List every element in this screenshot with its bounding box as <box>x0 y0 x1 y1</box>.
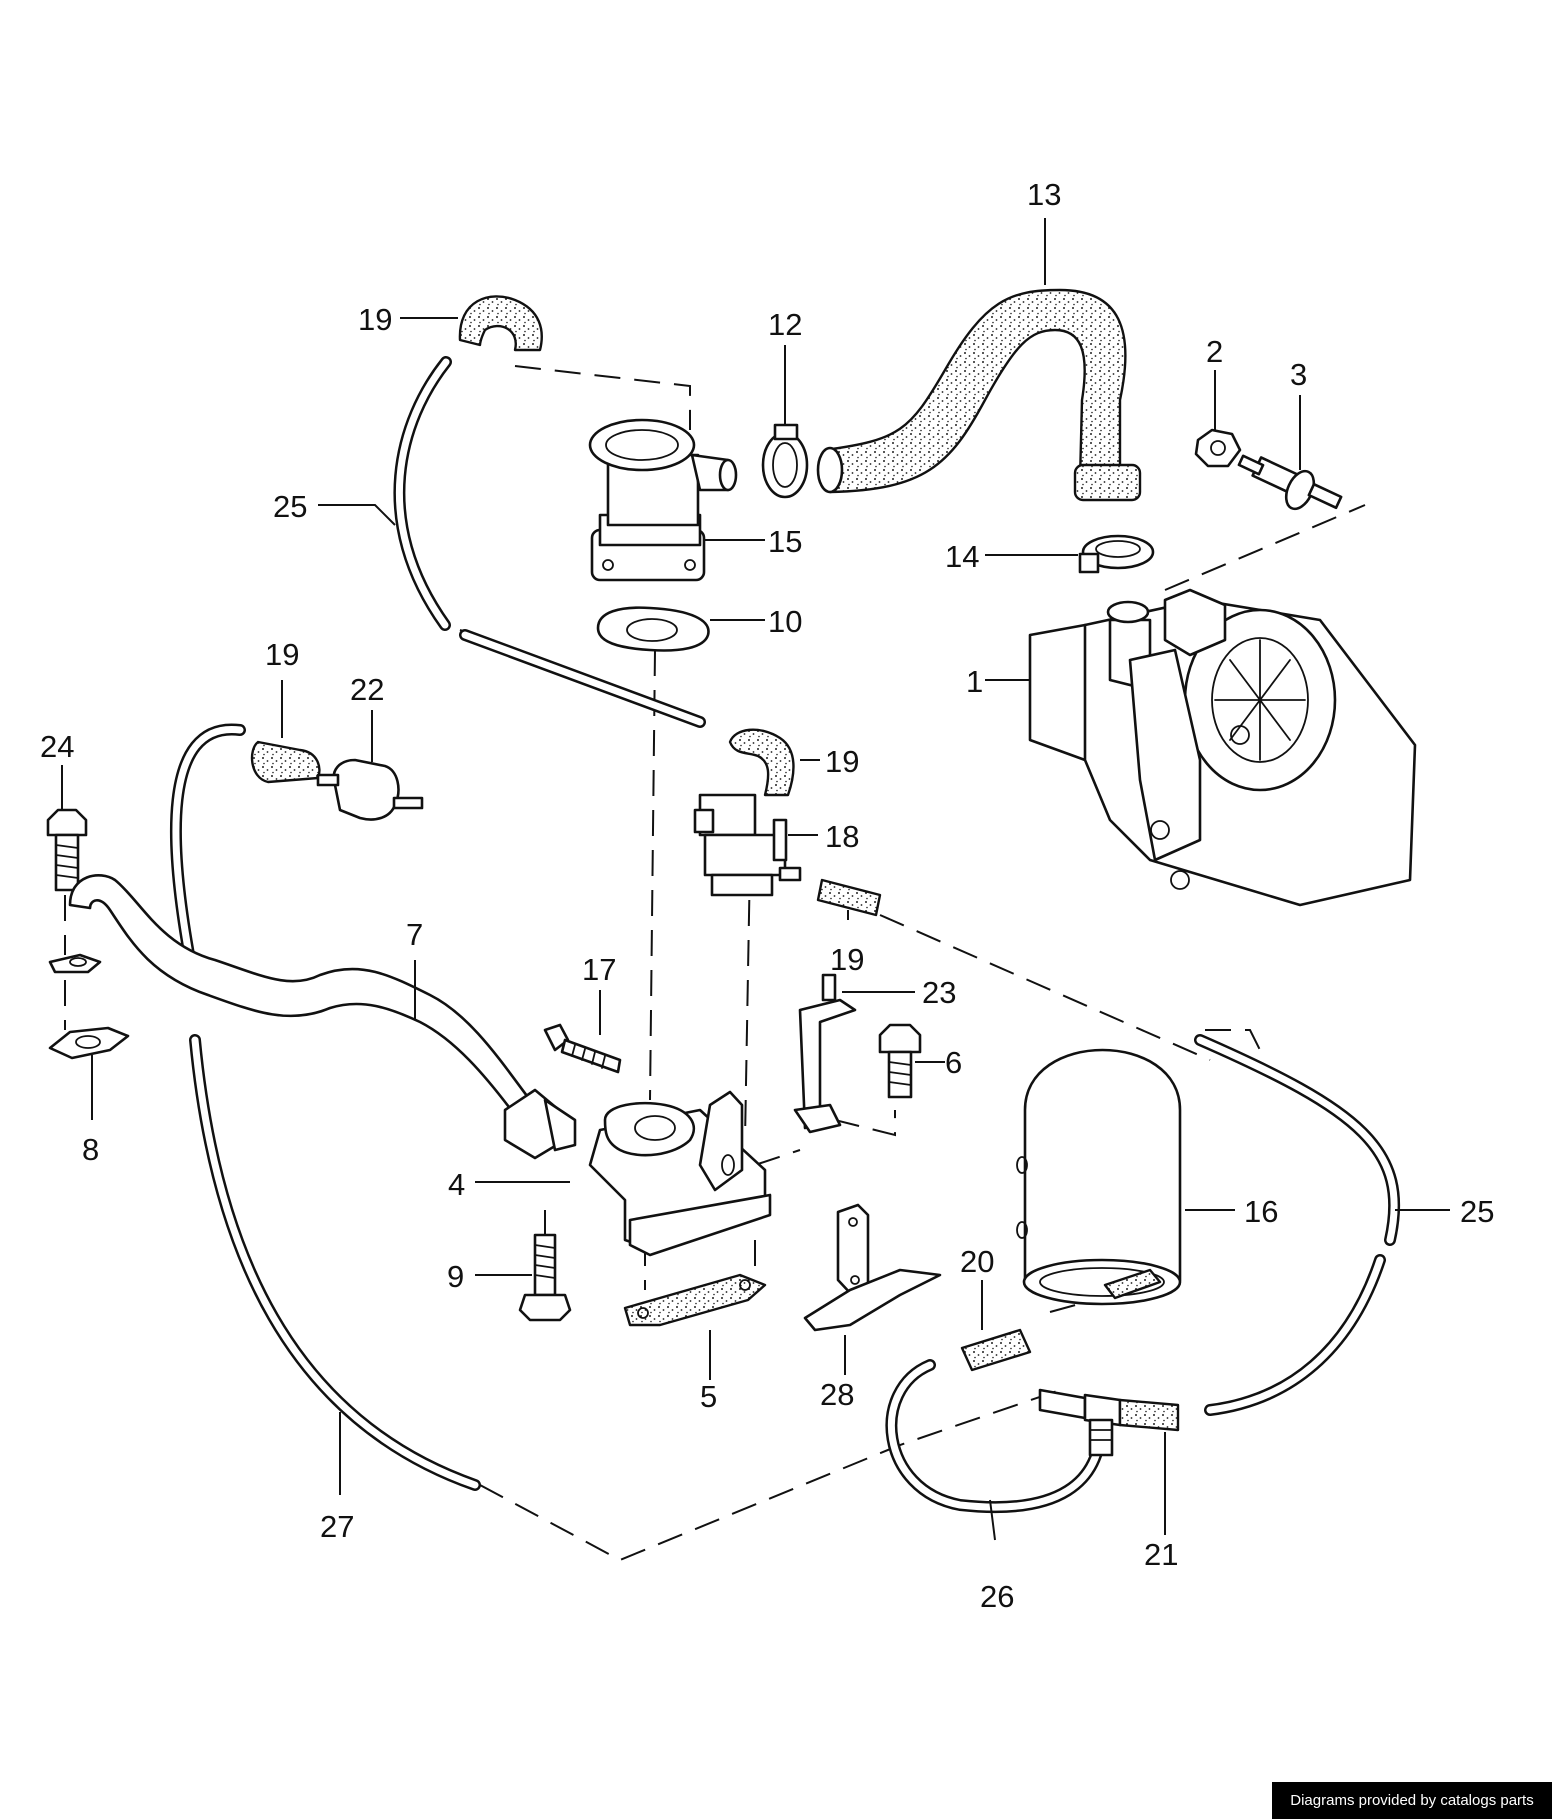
callout-9: 9 <box>447 1259 464 1294</box>
hose-19-right <box>816 878 882 917</box>
callout-24: 24 <box>40 729 74 764</box>
gasket-8 <box>48 1026 130 1060</box>
t-connector-21 <box>1038 1388 1180 1457</box>
callout-3: 3 <box>1290 357 1307 392</box>
bolt-24 <box>46 808 88 892</box>
callout-21: 21 <box>1144 1537 1178 1572</box>
callout-25-left: 25 <box>273 489 307 524</box>
callout-27: 27 <box>320 1509 354 1544</box>
tube-26 <box>885 1359 1108 1514</box>
filter-22 <box>316 758 424 821</box>
hose-13 <box>816 288 1142 502</box>
callout-8: 8 <box>82 1132 99 1167</box>
callouts: 13 19 12 2 3 25 15 14 10 1 19 22 24 19 1… <box>40 177 1494 1614</box>
callout-19-top: 19 <box>358 302 392 337</box>
leader-lines <box>61 218 1450 1541</box>
air-pump-1 <box>1028 588 1417 907</box>
nut-2 <box>1194 428 1242 468</box>
pipe-7 <box>48 874 577 1160</box>
callout-12: 12 <box>768 307 802 342</box>
callout-5: 5 <box>700 1379 717 1414</box>
solenoid-valve-18 <box>693 793 802 897</box>
hose-19-left <box>250 740 321 784</box>
tube-25-right <box>1194 1034 1401 1416</box>
callout-19-mid: 19 <box>825 744 859 779</box>
callout-26: 26 <box>980 1579 1014 1614</box>
hose-19-top <box>458 295 543 352</box>
callout-16: 16 <box>1244 1194 1278 1229</box>
callout-6: 6 <box>945 1045 962 1080</box>
callout-4: 4 <box>448 1167 465 1202</box>
callout-18: 18 <box>825 819 859 854</box>
callout-1: 1 <box>966 664 983 699</box>
hose-20 <box>960 1328 1032 1372</box>
callout-28: 28 <box>820 1377 854 1412</box>
bushing-3 <box>1237 454 1343 511</box>
bolt-9 <box>518 1233 572 1322</box>
callout-10: 10 <box>768 604 802 639</box>
callout-13: 13 <box>1027 177 1061 212</box>
callout-20: 20 <box>960 1244 994 1279</box>
flange-4 <box>588 1090 772 1257</box>
tube-25-upper <box>393 356 706 728</box>
bracket-28 <box>803 1203 942 1332</box>
callout-7: 7 <box>406 917 423 952</box>
valve-15 <box>588 418 738 582</box>
credit-banner: Diagrams provided by catalogs parts <box>1272 1782 1552 1819</box>
clamp-12 <box>761 423 809 499</box>
callout-2: 2 <box>1206 334 1223 369</box>
tube-27 <box>169 723 481 1491</box>
canister-16 <box>1016 1048 1182 1306</box>
callout-19-right: 19 <box>830 942 864 977</box>
callout-15: 15 <box>768 524 802 559</box>
plate-5 <box>623 1273 767 1327</box>
callout-19-left: 19 <box>265 637 299 672</box>
hose-19-mid <box>728 728 795 797</box>
callout-22: 22 <box>350 672 384 707</box>
screw-17 <box>543 1023 622 1074</box>
bolt-6 <box>878 1023 922 1099</box>
callout-14: 14 <box>945 539 979 574</box>
callout-23: 23 <box>922 975 956 1010</box>
clamp-14 <box>1078 534 1155 574</box>
gasket-10 <box>596 606 710 652</box>
bracket-23 <box>793 973 857 1134</box>
callout-25-right: 25 <box>1460 1194 1494 1229</box>
callout-17: 17 <box>582 952 616 987</box>
